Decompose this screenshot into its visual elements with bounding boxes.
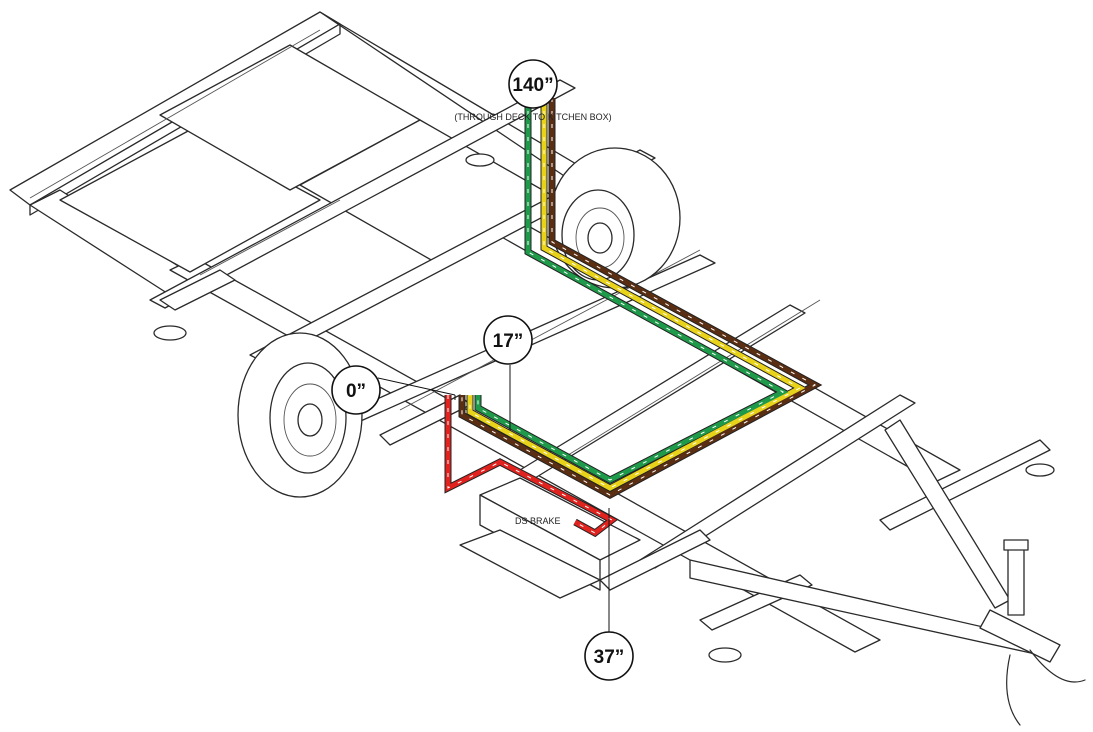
green-wire xyxy=(475,98,789,483)
callout-0: 0” xyxy=(331,365,381,415)
front-wheel xyxy=(549,147,681,289)
callout-0-label: 0” xyxy=(346,381,366,402)
callout-17: 17” xyxy=(483,315,533,365)
callout-37: 37” xyxy=(584,631,634,681)
kitchen-box-note: (THROUGH DECK TO KITCHEN BOX) xyxy=(454,112,611,122)
callout-140: 140” xyxy=(508,59,558,109)
yellow-wire-dash xyxy=(469,98,802,489)
leader-lines xyxy=(377,365,610,632)
brown-wire-dash xyxy=(461,98,817,496)
wiring-harness xyxy=(444,98,823,538)
rear-wheel xyxy=(237,332,363,498)
callout-17-label: 17” xyxy=(493,331,524,352)
red-wire-dash xyxy=(447,395,613,534)
callout-37-label: 37” xyxy=(594,647,625,668)
callout-140-label: 140” xyxy=(512,75,553,96)
ds-brake-label: DS BRAKE xyxy=(515,516,561,526)
